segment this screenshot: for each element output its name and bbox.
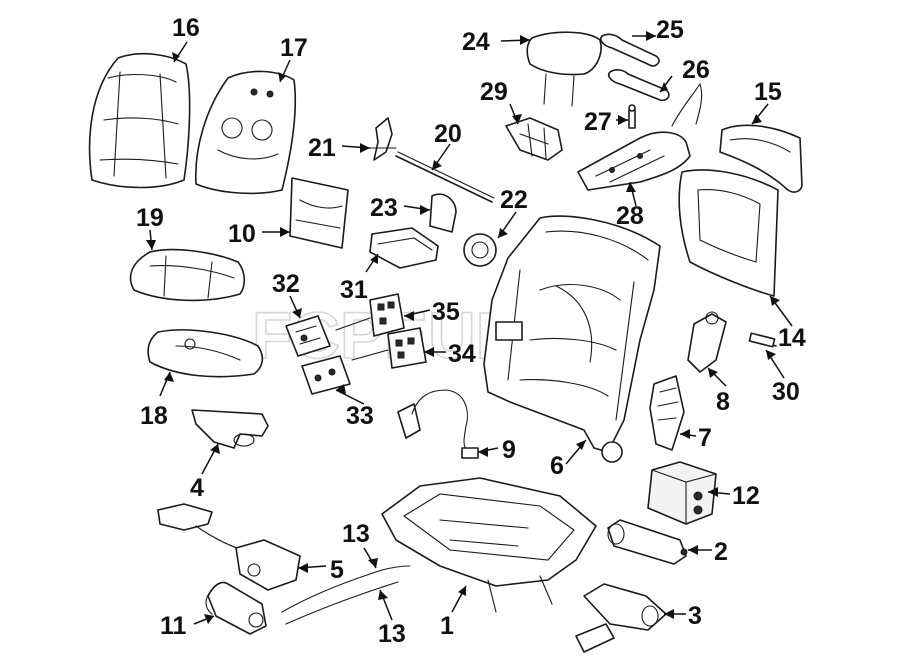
part-19-cushion-cover — [129, 248, 246, 302]
callout-label-15: 15 — [754, 78, 782, 106]
callout-label-14: 14 — [778, 324, 806, 352]
callout-label-19: 19 — [136, 204, 164, 232]
part-14-back-panel — [678, 169, 779, 297]
callout-label-21: 21 — [308, 134, 336, 162]
callout-labels: 16 17 24 25 26 15 29 27 21 20 19 10 23 2… — [136, 14, 806, 648]
part-26-bracket — [607, 69, 670, 102]
part-4-actuator — [191, 409, 269, 449]
callout-label-34: 34 — [448, 340, 476, 368]
part-29-headrest-guide — [505, 117, 563, 161]
callout-label-5: 5 — [330, 556, 344, 584]
callout-label-4: 4 — [190, 474, 204, 502]
callout-label-29: 29 — [480, 78, 508, 106]
callout-label-17: 17 — [280, 34, 308, 62]
callout-label-2: 2 — [714, 538, 728, 566]
part-22-bezel — [463, 233, 497, 267]
part-10-back-pocket — [289, 177, 349, 249]
callout-label-13-upper: 13 — [342, 520, 370, 548]
part-16-seat-back-cover — [88, 52, 191, 189]
part-12-control-module — [647, 461, 717, 525]
part-20-rod — [395, 151, 495, 203]
part-8-motor — [687, 311, 727, 373]
part-23-cap — [429, 193, 457, 233]
part-9-sensor-harness — [397, 389, 479, 459]
part-34-switch — [351, 327, 427, 369]
callout-label-33: 33 — [346, 402, 374, 430]
part-13-cables — [281, 565, 411, 625]
part-17-seat-back-pad — [194, 70, 297, 195]
callout-label-18: 18 — [140, 402, 168, 430]
callout-label-20: 20 — [434, 120, 462, 148]
callout-label-25: 25 — [656, 16, 684, 44]
part-5-motor-harness — [157, 503, 301, 591]
part-28-recliner-track — [577, 82, 703, 191]
callout-label-16: 16 — [172, 14, 200, 42]
part-33-switch — [301, 355, 351, 395]
part-32-switch — [285, 315, 331, 357]
callout-label-7: 7 — [698, 424, 712, 452]
part-6-seat-back-frame — [483, 215, 661, 463]
part-24-headrest — [526, 31, 602, 107]
part-7-recliner-mechanism — [649, 375, 685, 451]
callout-label-28: 28 — [616, 202, 644, 230]
part-3-motor — [575, 583, 667, 653]
part-15-back-panel — [719, 124, 803, 193]
callout-label-6: 6 — [550, 452, 564, 480]
part-11-motor — [205, 581, 267, 635]
callout-label-12: 12 — [732, 482, 760, 510]
part-25-bracket — [599, 33, 660, 67]
callout-label-11: 11 — [160, 612, 187, 640]
callout-label-22: 22 — [500, 186, 528, 214]
arrowheads — [146, 31, 780, 624]
callout-label-10: 10 — [228, 220, 256, 248]
part-30-bolt — [748, 332, 777, 348]
callout-label-8: 8 — [716, 388, 730, 416]
callout-label-13-lower: 13 — [378, 620, 406, 648]
callout-label-9: 9 — [502, 436, 516, 464]
callout-label-27: 27 — [584, 108, 612, 136]
callout-label-3: 3 — [688, 602, 702, 630]
callout-label-32: 32 — [272, 270, 300, 298]
callout-label-30: 30 — [772, 378, 800, 406]
part-18-cushion-pad — [147, 329, 264, 378]
callout-label-31: 31 — [340, 276, 368, 304]
callout-label-35: 35 — [432, 298, 460, 326]
part-27-pin — [628, 104, 636, 129]
callout-label-23: 23 — [370, 194, 398, 222]
callout-label-24: 24 — [462, 28, 490, 56]
part-31-module — [369, 227, 439, 269]
part-35-switch — [335, 293, 405, 337]
part-1-seat-base-frame — [381, 477, 597, 613]
callout-label-26: 26 — [682, 56, 710, 84]
part-2-motor — [607, 519, 688, 565]
callout-label-1: 1 — [440, 612, 454, 640]
part-21-cable-guide — [367, 117, 397, 161]
